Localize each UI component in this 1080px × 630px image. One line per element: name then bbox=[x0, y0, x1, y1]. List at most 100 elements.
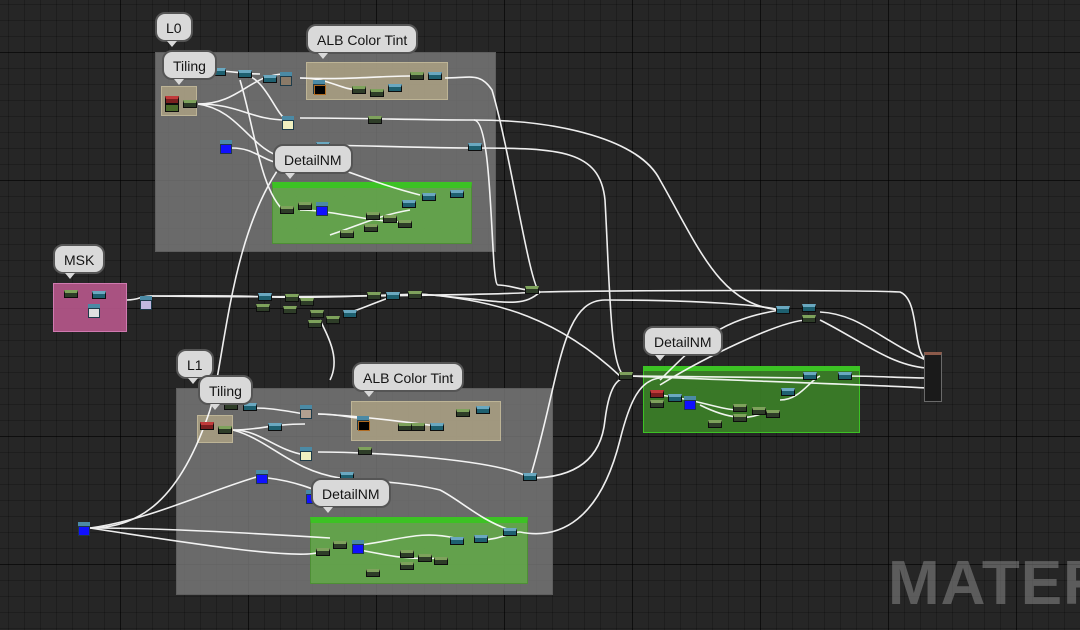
normal-texture-node[interactable] bbox=[220, 140, 232, 154]
l1-detail-uv-node[interactable] bbox=[316, 548, 330, 556]
rough-param-node[interactable] bbox=[368, 116, 382, 124]
blend-node-2[interactable] bbox=[383, 215, 397, 223]
mask-clamp-node-2[interactable] bbox=[386, 292, 400, 300]
msk-output-node[interactable] bbox=[140, 296, 152, 310]
mask-texture-node[interactable] bbox=[282, 116, 294, 130]
tint-color-node[interactable] bbox=[313, 80, 326, 95]
lerp-node[interactable] bbox=[370, 89, 384, 97]
l1-rough-param-node[interactable] bbox=[358, 447, 372, 455]
main-blend-node-3[interactable] bbox=[733, 414, 747, 422]
l1-tint-output-node[interactable] bbox=[476, 406, 490, 414]
blend-node[interactable] bbox=[366, 212, 380, 220]
main-detail-normal-sample-node[interactable] bbox=[684, 396, 696, 410]
msk-param-node[interactable] bbox=[92, 291, 106, 299]
l1-detail-out-node[interactable] bbox=[450, 537, 464, 545]
comment-bubble-msk[interactable]: MSK bbox=[53, 244, 106, 279]
l1-normal-output-node[interactable] bbox=[523, 473, 537, 481]
l1-lerp-node[interactable] bbox=[411, 423, 425, 431]
l1-scalar-param-node[interactable] bbox=[200, 422, 214, 430]
l1-flatten-node[interactable] bbox=[366, 569, 380, 577]
detail-uv-node[interactable] bbox=[280, 206, 294, 214]
main-blend-node-2[interactable] bbox=[752, 407, 766, 415]
l1-append-node[interactable] bbox=[218, 426, 232, 434]
normal-output-node[interactable] bbox=[468, 143, 482, 151]
material-result-node[interactable] bbox=[924, 352, 942, 402]
main-blend-node[interactable] bbox=[733, 404, 747, 412]
comment-box-l1-detailnm[interactable] bbox=[310, 517, 528, 584]
tint-add-node[interactable] bbox=[263, 75, 277, 83]
msk-uv-node[interactable] bbox=[64, 290, 78, 298]
l1-detail-normal-sample-node[interactable] bbox=[352, 540, 364, 554]
comment-bubble-detailnm-l1[interactable]: DetailNM bbox=[311, 478, 391, 513]
l1-desaturate-node[interactable] bbox=[398, 423, 412, 431]
mask-mult-node[interactable] bbox=[285, 294, 299, 302]
mask-lerp-node[interactable] bbox=[343, 310, 357, 318]
detail-out-node-3[interactable] bbox=[450, 190, 464, 198]
mask-lerp-node-3[interactable] bbox=[308, 320, 322, 328]
main-detail-out-node-2[interactable] bbox=[803, 372, 817, 380]
l1-albedo-texture-node[interactable] bbox=[300, 405, 312, 419]
main-normalize-node[interactable] bbox=[766, 410, 780, 418]
blend-node-3[interactable] bbox=[364, 224, 378, 232]
comment-bubble-tiling-l1[interactable]: Tiling bbox=[198, 375, 253, 410]
reroute-node-2[interactable] bbox=[619, 372, 633, 380]
detail-out-node[interactable] bbox=[402, 200, 416, 208]
scalar-param-node[interactable] bbox=[165, 96, 179, 104]
mask-channel-node[interactable] bbox=[258, 293, 272, 301]
l1-multiply-node[interactable] bbox=[268, 423, 282, 431]
multiply-tint-node[interactable] bbox=[388, 84, 402, 92]
l1-texcoord-node[interactable] bbox=[243, 403, 257, 411]
main-detail-scale-node[interactable] bbox=[668, 394, 682, 402]
main-flatten-node[interactable] bbox=[708, 420, 722, 428]
tint-output-node[interactable] bbox=[428, 72, 442, 80]
mask-out-node[interactable] bbox=[408, 291, 422, 299]
mask-channel-node-2[interactable] bbox=[256, 304, 270, 312]
mask-mult-node-2[interactable] bbox=[300, 298, 314, 306]
l1-detail-out-node-3[interactable] bbox=[503, 528, 517, 536]
l1-mask-texture-node[interactable] bbox=[300, 447, 312, 461]
flatten-node[interactable] bbox=[340, 230, 354, 238]
clamp-node[interactable] bbox=[410, 72, 424, 80]
l1-normal-texture-node[interactable] bbox=[256, 470, 268, 484]
comment-bubble-alb-color-tint-l0[interactable]: ALB Color Tint bbox=[306, 24, 419, 59]
l1-blend-node-2[interactable] bbox=[418, 554, 432, 562]
lerp-l0-l1-node-3[interactable] bbox=[802, 315, 816, 323]
material-editor-watermark: MATERI bbox=[888, 549, 1080, 618]
global-detail-normal-node[interactable] bbox=[78, 522, 90, 536]
l1-normalize-node[interactable] bbox=[434, 557, 448, 565]
l1-clamp-node[interactable] bbox=[456, 409, 470, 417]
l1-blend-node-3[interactable] bbox=[400, 562, 414, 570]
detail-normal-sample-node[interactable] bbox=[316, 202, 328, 216]
mask-lerp-node-2[interactable] bbox=[326, 316, 340, 324]
normalize-node[interactable] bbox=[398, 220, 412, 228]
albedo-texture-sample-node[interactable] bbox=[280, 72, 292, 86]
l1-detail-out-node-2[interactable] bbox=[474, 535, 488, 543]
lerp-l0-l1-node[interactable] bbox=[776, 306, 790, 314]
lerp-l0-l1-node-2[interactable] bbox=[802, 304, 816, 312]
mask-mult-node-3[interactable] bbox=[283, 306, 297, 314]
comment-bubble-detailnm-l0[interactable]: DetailNM bbox=[273, 144, 353, 179]
main-detail-uv-node[interactable] bbox=[650, 400, 664, 408]
comment-bubble-tiling-l0[interactable]: Tiling bbox=[162, 50, 217, 85]
msk-texture-node[interactable] bbox=[88, 304, 100, 318]
l1-multiply-tint-node[interactable] bbox=[430, 423, 444, 431]
reroute-node[interactable] bbox=[525, 286, 539, 294]
comment-bubble-l1[interactable]: L1 bbox=[176, 349, 214, 384]
comment-bubble-detailnm-main[interactable]: DetailNM bbox=[643, 326, 723, 361]
mask-add-node[interactable] bbox=[310, 310, 324, 318]
comment-bubble-alb-color-tint-l1[interactable]: ALB Color Tint bbox=[352, 362, 465, 397]
main-detail-out-node-3[interactable] bbox=[838, 372, 852, 380]
l1-detail-scale-node[interactable] bbox=[333, 541, 347, 549]
main-detail-param-node[interactable] bbox=[650, 390, 664, 398]
main-detail-out-node[interactable] bbox=[781, 388, 795, 396]
detail-scale-node[interactable] bbox=[298, 202, 312, 210]
const-node[interactable] bbox=[165, 104, 179, 112]
l1-blend-node[interactable] bbox=[400, 550, 414, 558]
append-node[interactable] bbox=[183, 100, 197, 108]
multiply-node[interactable] bbox=[238, 70, 252, 78]
detail-out-node-2[interactable] bbox=[422, 193, 436, 201]
comment-bubble-l0[interactable]: L0 bbox=[155, 12, 193, 47]
desaturate-node[interactable] bbox=[352, 86, 366, 94]
l1-tint-color-node[interactable] bbox=[357, 416, 370, 431]
mask-clamp-node[interactable] bbox=[367, 292, 381, 300]
